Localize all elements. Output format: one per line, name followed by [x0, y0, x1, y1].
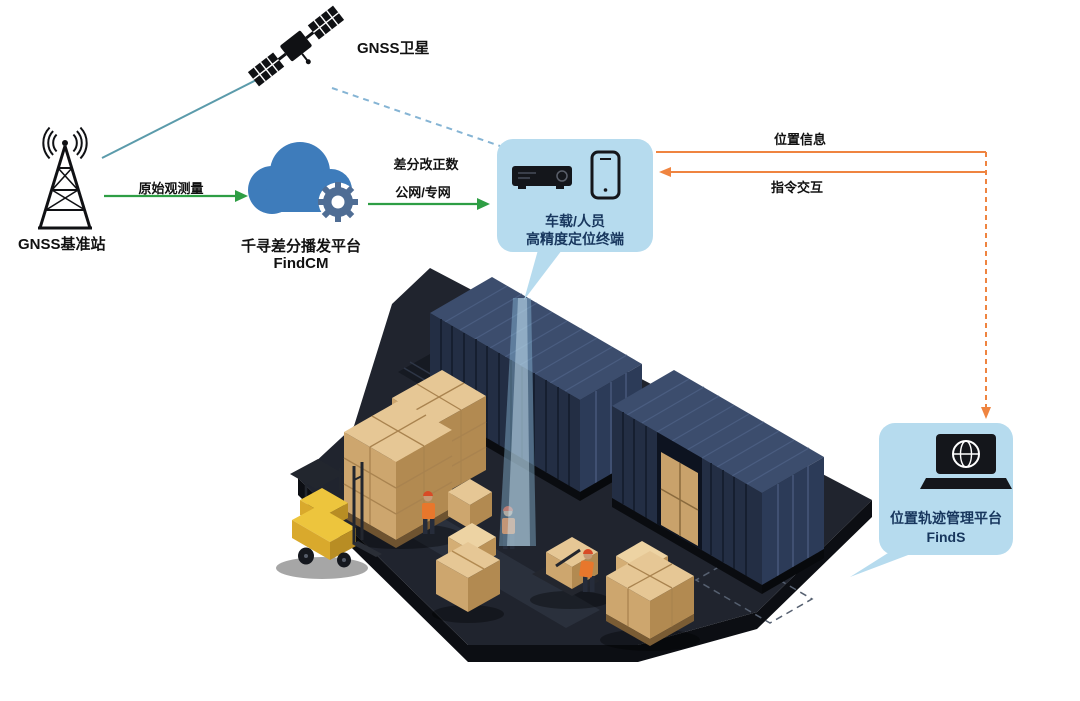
- smartphone-icon: [590, 150, 621, 200]
- worker-2: [502, 506, 515, 549]
- base-station-label: GNSS基准站: [18, 236, 106, 253]
- satellite-label: GNSS卫星: [357, 40, 430, 57]
- terminal-callout: [497, 139, 653, 300]
- finds-callout: [850, 423, 1013, 577]
- shipping-container-2: [612, 370, 824, 594]
- command-label: 指令交互: [770, 180, 824, 195]
- raw-observation-label: 原始观测量: [138, 181, 204, 196]
- marked-bay: [694, 555, 814, 624]
- laptop-globe-icon: [920, 434, 1012, 489]
- satellite-to-terminal-line: [331, 87, 501, 147]
- warehouse-scene: [276, 268, 872, 662]
- receiver-icon: [512, 166, 572, 189]
- cardboard-stack-front: [343, 400, 453, 548]
- center-box-stack: [436, 523, 500, 612]
- loose-box-small: [448, 479, 492, 529]
- correction-label-1: 差分改正数: [393, 157, 459, 172]
- position-info-label: 位置信息: [773, 132, 827, 147]
- positioning-beam: [499, 298, 536, 546]
- cloud-gear-icon: [248, 142, 358, 222]
- gear-icon: [318, 182, 358, 222]
- terminal-label-2: 高精度定位终端: [526, 231, 624, 247]
- worker-1: [422, 491, 435, 534]
- correction-label-2: 公网/专网: [395, 185, 451, 200]
- finds-label-1: 位置轨迹管理平台: [890, 510, 1002, 526]
- finds-label-2: FindS: [926, 529, 966, 545]
- forklift: [290, 459, 382, 568]
- pallet-boxes-bottom-right: [606, 541, 694, 646]
- terminal-label-1: 车载/人员: [545, 213, 605, 229]
- worker-3: [579, 549, 595, 592]
- cloud-platform-label: 千寻差分播发平台: [240, 238, 362, 255]
- cloud-platform-name: FindCM: [273, 255, 329, 272]
- gnss-satellite-icon: [247, 5, 345, 87]
- connector-lines: [101, 73, 991, 419]
- satellite-to-base-line: [101, 73, 269, 159]
- radio-tower-icon: [38, 126, 92, 230]
